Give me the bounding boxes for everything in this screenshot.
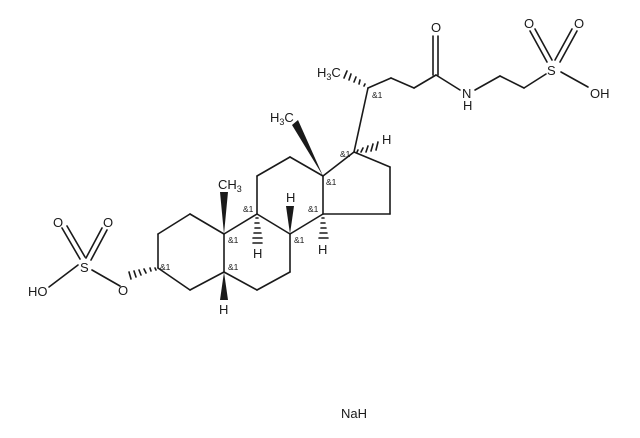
sulfate-oxygen-1-label: O [53,215,63,230]
sulfonic-oxygen-1-label: O [524,16,534,31]
stereo-label-c17: &1 [340,149,351,159]
sulfate-oxygen-2-label: O [103,215,113,230]
stereo-label-c3: &1 [160,262,171,272]
hashed-bond-c3-o [128,267,157,280]
stereo-label-c5: &1 [228,262,239,272]
ring-b [223,213,291,291]
counterion-label: NaH [341,406,367,421]
amide-nitrogen-label: N [462,86,471,101]
hashed-bond-c17-h [356,141,379,153]
sulfonic-sulfur-label: S [547,63,556,78]
c8-hydrogen-label: H [286,190,295,205]
hashed-bond-c14-h [318,217,329,239]
sulfate-hydroxyl-label: HO [28,284,48,299]
c14-hydrogen-label: H [318,242,327,257]
c10-methyl-label: CH3 [218,177,242,194]
c17-hydrogen-label: H [382,132,391,147]
wedge-bond-c10-methyl [220,192,228,234]
wedge-bond-c5-h [220,272,228,300]
wedge-bond-c13-methyl [292,120,323,176]
stereo-label-c8: &1 [294,235,305,245]
sulfonic-hydroxyl-label: OH [590,86,610,101]
wedge-bond-c8-h [286,206,294,234]
bond-c17-c20 [353,87,369,153]
stereo-label-c9: &1 [243,204,254,214]
stereo-label-c14: &1 [308,204,319,214]
ring-d [322,151,391,215]
amide-oxygen-label: O [431,20,441,35]
stereo-label-c10: &1 [228,235,239,245]
sulfate-sulfur-label: S [80,260,89,275]
stereo-label-c20: &1 [372,90,383,100]
hashed-bond-c9-h [252,217,263,244]
ring-a [157,213,225,291]
c20-methyl-label: H3C [317,65,341,82]
hashed-bond-c20-methyl [343,70,366,87]
stereo-label-c13: &1 [326,177,337,187]
ring-c [256,156,324,235]
sulfonic-oxygen-2-label: O [574,16,584,31]
c9-hydrogen-label: H [253,246,262,261]
amide-hydrogen-label: H [463,98,472,113]
c5-hydrogen-label: H [219,302,228,317]
c13-methyl-label: H3C [270,110,294,127]
ester-oxygen-label: O [118,283,128,298]
